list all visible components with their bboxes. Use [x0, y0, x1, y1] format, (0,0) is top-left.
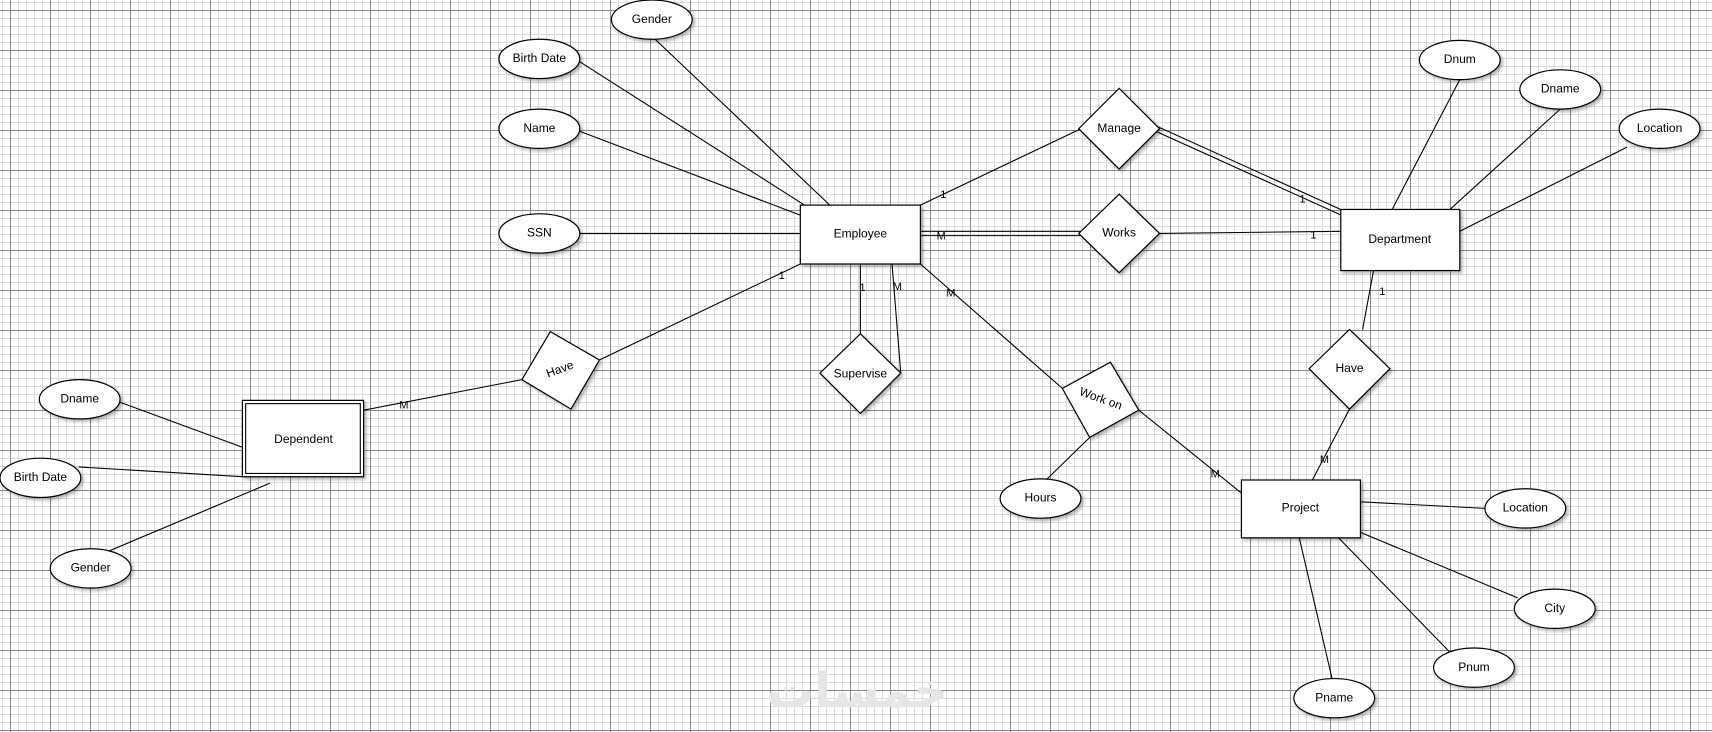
relationship-supervise[interactable]: Supervise	[819, 332, 902, 415]
relationship-have-project[interactable]: Have	[1308, 328, 1391, 410]
entity-label: Employee	[834, 227, 888, 241]
line-employee-supervise-m	[891, 263, 902, 374]
line-dependent-gender	[108, 482, 270, 552]
cardinality-label: M	[1320, 454, 1329, 466]
entity-department[interactable]: Department	[1340, 208, 1461, 272]
attribute-label: SSN	[527, 226, 552, 240]
attribute-label: Dnum	[1444, 52, 1476, 66]
cardinality-label: M	[399, 400, 408, 412]
attribute-dependent-dname[interactable]: Dname	[38, 379, 121, 420]
cardinality-labels: 1 1 M 1 1 M M M 1 M 1 M	[399, 189, 1385, 480]
line-project-city	[1360, 531, 1518, 599]
cardinality-label: M	[946, 287, 955, 299]
cardinality-label: 1	[860, 282, 866, 294]
cardinality-label: 1	[1300, 194, 1306, 206]
attribute-label: Hours	[1025, 491, 1057, 505]
relationship-label: Supervise	[834, 366, 888, 380]
line-workon-project	[1138, 409, 1242, 494]
cardinality-label: 1	[940, 189, 946, 201]
attribute-name[interactable]: Name	[498, 108, 581, 149]
attribute-gender[interactable]: Gender	[610, 0, 693, 40]
line-employee-have	[599, 263, 801, 361]
attribute-dnum[interactable]: Dnum	[1418, 39, 1501, 81]
relationship-work-on[interactable]: Work on	[1061, 361, 1140, 439]
attribute-label: Pname	[1315, 690, 1353, 704]
attribute-hours[interactable]: Hours	[999, 478, 1082, 519]
attribute-department-location[interactable]: Location	[1618, 108, 1701, 149]
entity-employee[interactable]: Employee	[799, 204, 922, 265]
connectors	[78, 38, 1628, 679]
entity-label: Dependent	[274, 432, 333, 446]
attribute-label: Dname	[60, 391, 99, 405]
relationship-label: Manage	[1097, 121, 1141, 135]
attribute-ssn[interactable]: SSN	[498, 213, 581, 254]
line-works-department	[1159, 230, 1341, 234]
relationship-have-dependent[interactable]: Have	[521, 330, 601, 410]
line-department-location	[1459, 146, 1628, 232]
weak-entity-dependent[interactable]: Dependent	[241, 399, 365, 478]
attribute-label: Location	[1637, 121, 1682, 135]
attribute-label: Gender	[632, 12, 672, 26]
cardinality-label: 1	[1310, 230, 1316, 242]
attribute-project-location[interactable]: Location	[1484, 488, 1567, 529]
watermark-logo: خمسات	[766, 663, 948, 719]
attribute-label: Birth Date	[513, 51, 567, 65]
line-employee-gender	[654, 38, 831, 206]
attribute-label: Birth Date	[14, 470, 68, 484]
line-department-have	[1362, 270, 1375, 330]
relationship-label: Works	[1102, 226, 1136, 240]
attributes: Gender Birth Date Name SSN Dnum Dname Lo…	[0, 0, 1701, 719]
line-dependent-dname	[117, 400, 243, 448]
attribute-label: Location	[1503, 501, 1548, 515]
line-have-dependent	[363, 379, 523, 411]
line-employee-manage	[920, 128, 1082, 206]
attribute-label: Gender	[71, 561, 111, 575]
entity-label: Project	[1282, 501, 1320, 515]
attribute-dependent-birth-date[interactable]: Birth Date	[0, 457, 82, 499]
cardinality-label: M	[937, 231, 946, 243]
line-workon-hours	[1045, 437, 1091, 481]
attribute-dname[interactable]: Dname	[1519, 69, 1602, 110]
attribute-label: Pnum	[1458, 660, 1489, 674]
cardinality-label: 1	[779, 270, 785, 282]
line-employee-birthdate	[578, 60, 809, 208]
cardinality-label: 1	[1379, 286, 1385, 298]
line-manage-department-a	[1157, 126, 1342, 210]
relationship-label: Have	[1335, 361, 1363, 375]
line-dependent-birthdate	[78, 466, 243, 478]
line-department-dnum	[1391, 79, 1461, 210]
attribute-birth-date[interactable]: Birth Date	[498, 38, 581, 80]
entity-project[interactable]: Project	[1240, 479, 1362, 539]
attribute-label: City	[1544, 601, 1565, 615]
attribute-dependent-gender[interactable]: Gender	[49, 548, 132, 589]
line-employee-workon	[920, 263, 1063, 389]
line-project-pnum	[1338, 537, 1453, 655]
attribute-pnum[interactable]: Pnum	[1432, 647, 1515, 688]
line-project-pname	[1298, 537, 1333, 679]
line-project-location	[1360, 501, 1485, 509]
line-department-dname	[1449, 108, 1561, 210]
line-have-project	[1311, 408, 1350, 481]
cardinality-label: M	[893, 281, 902, 293]
line-manage-department-b	[1157, 131, 1342, 216]
entity-label: Department	[1368, 232, 1431, 246]
relationship-manage[interactable]: Manage	[1077, 87, 1161, 170]
attribute-city[interactable]: City	[1513, 588, 1596, 629]
line-employee-name	[578, 130, 803, 217]
attribute-pname[interactable]: Pname	[1293, 677, 1376, 719]
attribute-label: Name	[523, 121, 555, 135]
relationship-works[interactable]: Works	[1077, 193, 1161, 274]
cardinality-label: M	[1211, 468, 1220, 480]
attribute-label: Dname	[1541, 82, 1580, 96]
